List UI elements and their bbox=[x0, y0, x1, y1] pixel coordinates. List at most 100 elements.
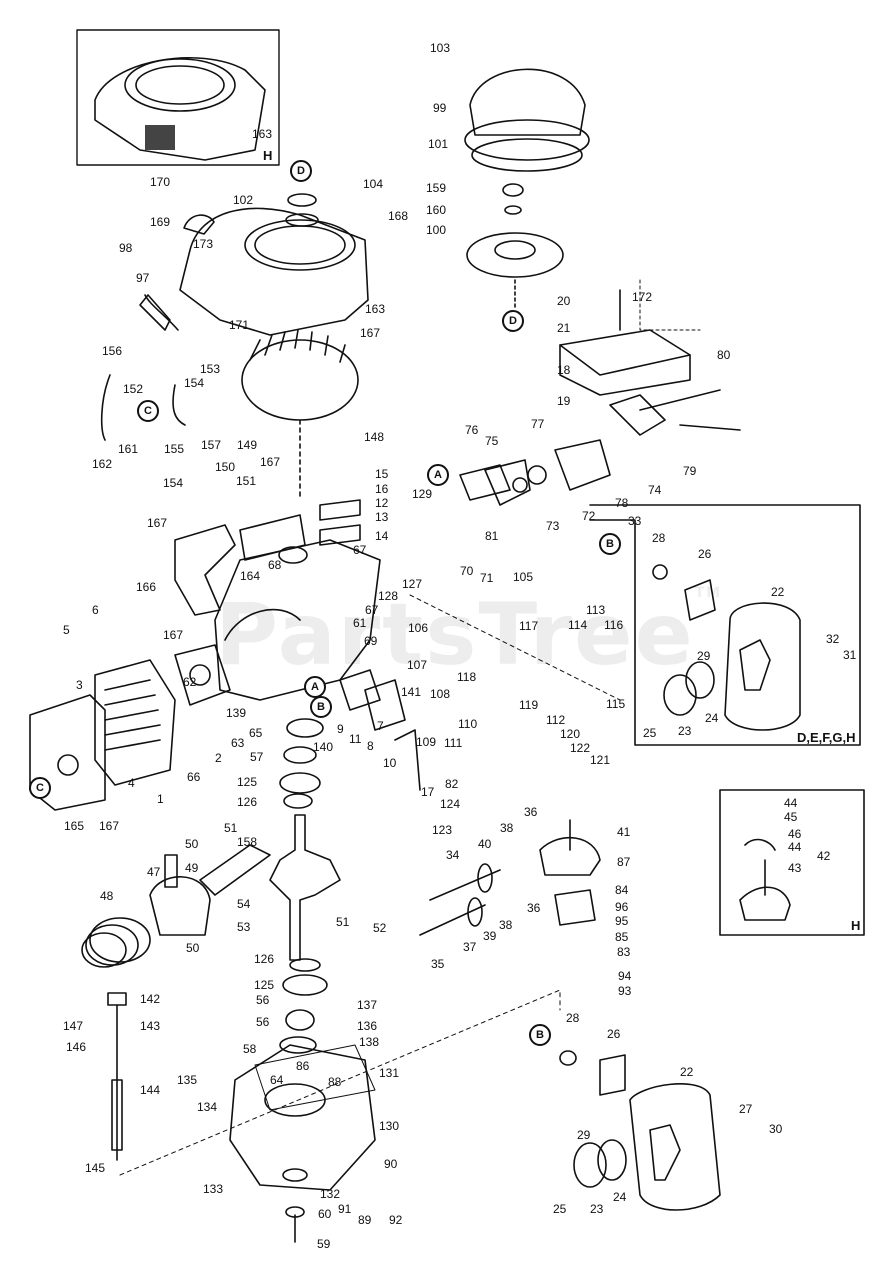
callout: 92 bbox=[389, 1213, 403, 1227]
callout: 60 bbox=[318, 1207, 332, 1221]
callout: 126 bbox=[237, 795, 258, 809]
callout: 26 bbox=[698, 547, 712, 561]
callout: 106 bbox=[408, 621, 429, 635]
callout: 86 bbox=[296, 1059, 310, 1073]
callout: 120 bbox=[560, 727, 581, 741]
callout: 124 bbox=[440, 797, 461, 811]
watermark-tm: TM bbox=[694, 585, 723, 601]
callout: 167 bbox=[99, 819, 120, 833]
shroud-alt-part bbox=[94, 57, 266, 161]
piston-47 bbox=[149, 876, 211, 936]
callout: 12 bbox=[375, 496, 389, 510]
callout: 29 bbox=[697, 649, 711, 663]
callout: 1 bbox=[157, 792, 164, 806]
callout: 33 bbox=[628, 514, 642, 528]
callout: 145 bbox=[85, 1161, 106, 1175]
callout: 148 bbox=[364, 430, 385, 444]
connecting-rod-51 bbox=[199, 844, 271, 896]
callout: 67 bbox=[353, 543, 367, 557]
crankcase-cover bbox=[229, 1044, 376, 1191]
callout: 112 bbox=[546, 713, 566, 727]
callout: 28 bbox=[566, 1011, 580, 1025]
callout: 138 bbox=[359, 1035, 380, 1049]
callout: 79 bbox=[683, 464, 697, 478]
callout: 146 bbox=[66, 1040, 87, 1054]
callout: 160 bbox=[426, 203, 447, 217]
callout: 24 bbox=[613, 1190, 627, 1204]
callout: 94 bbox=[618, 969, 632, 983]
callout: 22 bbox=[771, 585, 785, 599]
callout: 117 bbox=[519, 619, 539, 633]
ref-letter-d: D bbox=[290, 160, 312, 182]
callout: 102 bbox=[233, 193, 254, 207]
callout: 111 bbox=[444, 736, 463, 750]
callout: 50 bbox=[185, 837, 199, 851]
callout: 67 bbox=[365, 603, 379, 617]
callout: 131 bbox=[379, 1066, 400, 1080]
carburetor bbox=[554, 439, 611, 491]
callout: 42 bbox=[817, 849, 831, 863]
callout: 54 bbox=[237, 897, 251, 911]
callout: 15 bbox=[375, 467, 389, 481]
callout: 56 bbox=[256, 1015, 270, 1029]
cylinder-head bbox=[94, 659, 176, 786]
callout: 74 bbox=[648, 483, 662, 497]
callout: 167 bbox=[360, 326, 381, 340]
shroud-alt-box bbox=[76, 29, 280, 166]
callout: 169 bbox=[150, 215, 171, 229]
piston-rings bbox=[89, 917, 151, 963]
callout: 101 bbox=[428, 137, 449, 151]
callout: 76 bbox=[465, 423, 479, 437]
callout: 30 bbox=[769, 1122, 783, 1136]
callout: 91 bbox=[338, 1202, 352, 1216]
callout: 78 bbox=[615, 496, 629, 510]
callout: 23 bbox=[590, 1202, 604, 1216]
callout: 43 bbox=[788, 861, 802, 875]
callout: 147 bbox=[63, 1019, 84, 1033]
insulator-76 bbox=[459, 464, 511, 501]
callout: 144 bbox=[140, 1083, 161, 1097]
recoil-starter bbox=[469, 68, 586, 136]
callout: 35 bbox=[431, 957, 445, 971]
callout: 65 bbox=[249, 726, 263, 740]
callout: 154 bbox=[184, 376, 205, 390]
callout: 134 bbox=[197, 1100, 218, 1114]
callout: 140 bbox=[313, 740, 334, 754]
callout: 132 bbox=[320, 1187, 341, 1201]
callout: 87 bbox=[617, 855, 631, 869]
callout: 133 bbox=[203, 1182, 224, 1196]
callout: 37 bbox=[463, 940, 477, 954]
callout: 95 bbox=[615, 914, 629, 928]
callout: 161 bbox=[118, 442, 139, 456]
callout: 36 bbox=[524, 805, 538, 819]
callout: 155 bbox=[164, 442, 185, 456]
callout: 2 bbox=[215, 751, 222, 765]
callout: 171 bbox=[229, 318, 250, 332]
callout: 103 bbox=[430, 41, 451, 55]
screen-100 bbox=[466, 232, 564, 278]
callout: 53 bbox=[237, 920, 251, 934]
callout: 113 bbox=[586, 603, 606, 617]
callout: 10 bbox=[383, 756, 397, 770]
callout: 64 bbox=[270, 1073, 284, 1087]
callout: 127 bbox=[402, 577, 423, 591]
callout: 83 bbox=[617, 945, 631, 959]
callout: 125 bbox=[237, 775, 258, 789]
crank-gear-55 bbox=[285, 1009, 315, 1031]
air-guide-166 bbox=[174, 524, 236, 616]
callout: 48 bbox=[100, 889, 114, 903]
callout: 114 bbox=[568, 618, 588, 632]
ref-letter-c: C bbox=[29, 777, 51, 799]
callout: 69 bbox=[364, 634, 378, 648]
callout: 61 bbox=[353, 616, 367, 630]
callout: 22 bbox=[680, 1065, 694, 1079]
callout: 130 bbox=[379, 1119, 400, 1133]
ref-letter-b: B bbox=[310, 696, 332, 718]
callout: 166 bbox=[136, 580, 157, 594]
callout: 125 bbox=[254, 978, 275, 992]
callout: 137 bbox=[357, 998, 378, 1012]
ref-letter-b: B bbox=[599, 533, 621, 555]
callout: 119 bbox=[519, 698, 539, 712]
callout: 31 bbox=[843, 648, 857, 662]
